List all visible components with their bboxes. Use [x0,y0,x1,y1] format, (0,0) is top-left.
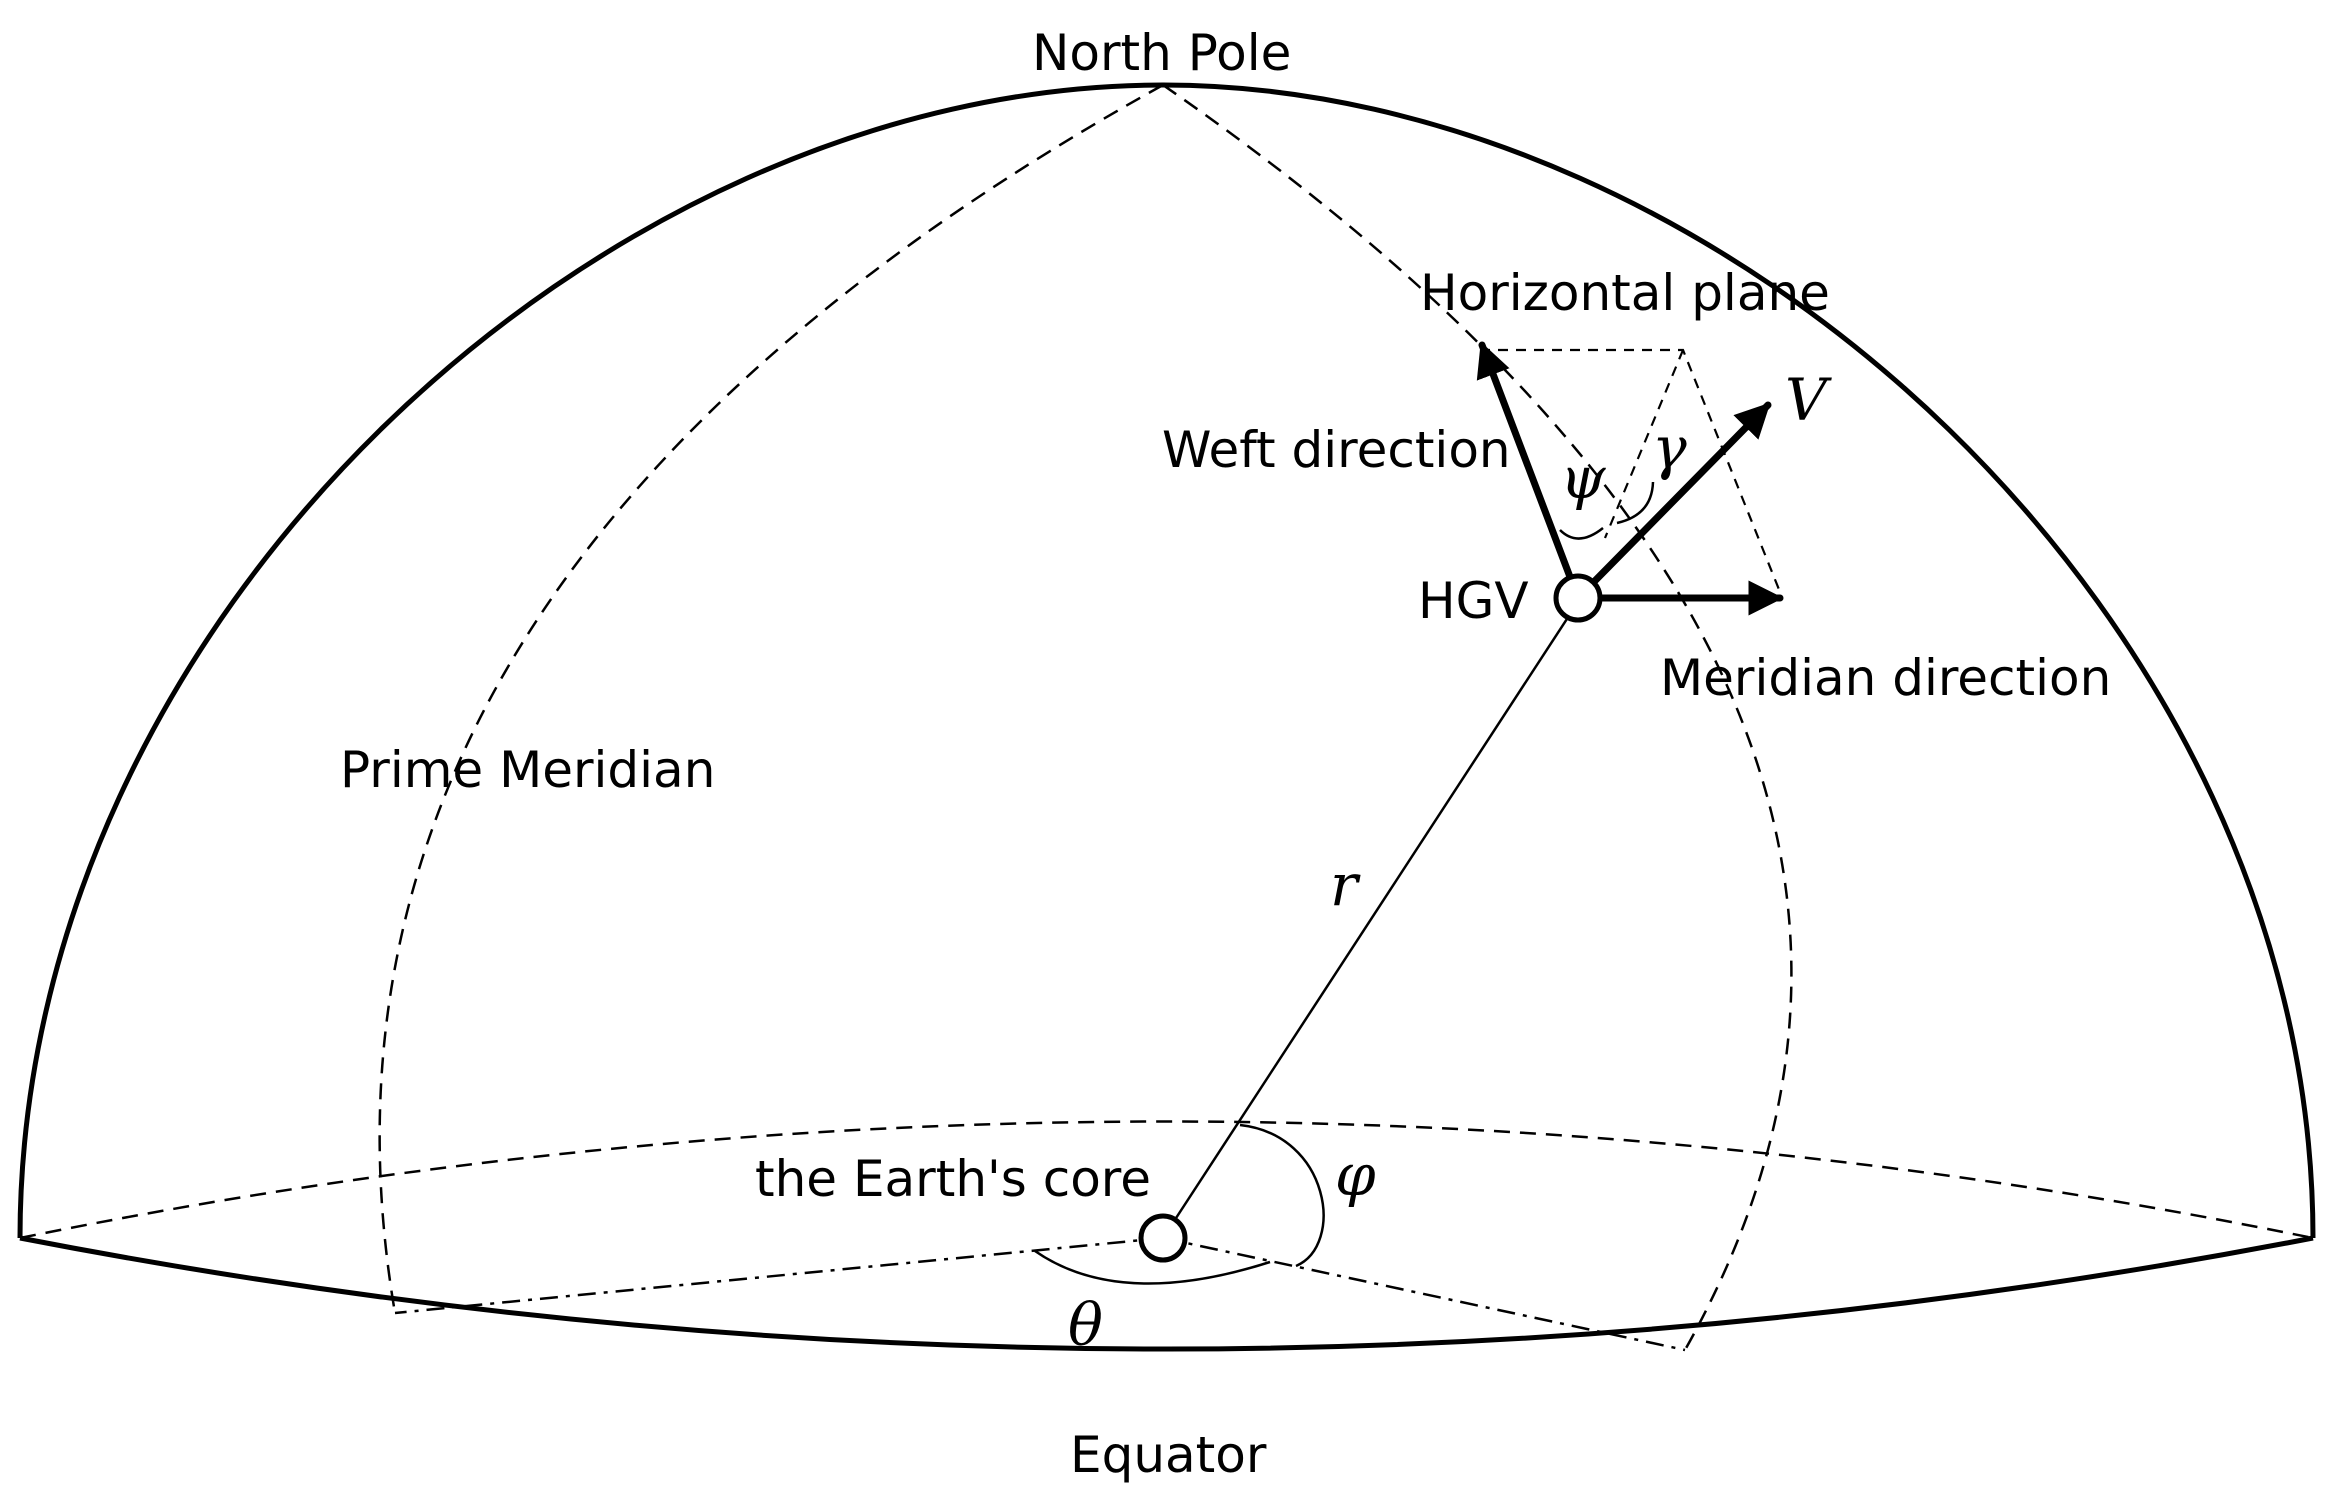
hgv-meridian-line [1162,83,1793,1351]
equator-label: Equator [1070,1426,1267,1484]
meridian-direction-label: Meridian direction [1660,649,2111,707]
equator-front-arc [19,1235,2314,1352]
velocity-symbol: V [1785,366,1832,434]
prime-meridian-label: Prime Meridian [340,741,715,799]
earth-core-point [1138,1213,1188,1263]
velocity-arrow [1574,401,1772,602]
phi-symbol: φ [1335,1141,1376,1209]
theta-symbol: θ [1068,1291,1103,1359]
horizontal-plane-diagonal [1603,349,1685,539]
gamma-angle-arc [1616,481,1655,525]
radius-symbol: r [1330,851,1361,919]
north-pole-label: North Pole [1032,24,1291,82]
hgv-label: HGV [1418,572,1529,630]
equatorial-radial-hgv [1162,1236,1686,1352]
hgv-point [1553,573,1603,623]
psi-angle-arc [1559,527,1604,540]
gamma-symbol: γ [1652,414,1687,482]
radius-line [1161,601,1580,1239]
weft-direction-arrow [1476,341,1582,602]
horizontal-plane-label: Horizontal plane [1420,264,1830,322]
equatorial-radial-prime [394,1236,1164,1315]
theta-angle-arc [1034,1249,1271,1285]
earth-core-label: the Earth's core [755,1150,1151,1208]
prime-meridian-line [378,83,1164,1314]
weft-direction-label: Weft direction [1162,421,1511,479]
phi-angle-arc [1239,1123,1325,1268]
equator-back-arc [19,1120,2314,1240]
psi-symbol: ψ [1560,444,1606,512]
horizontal-plane-outline [1480,348,1782,593]
